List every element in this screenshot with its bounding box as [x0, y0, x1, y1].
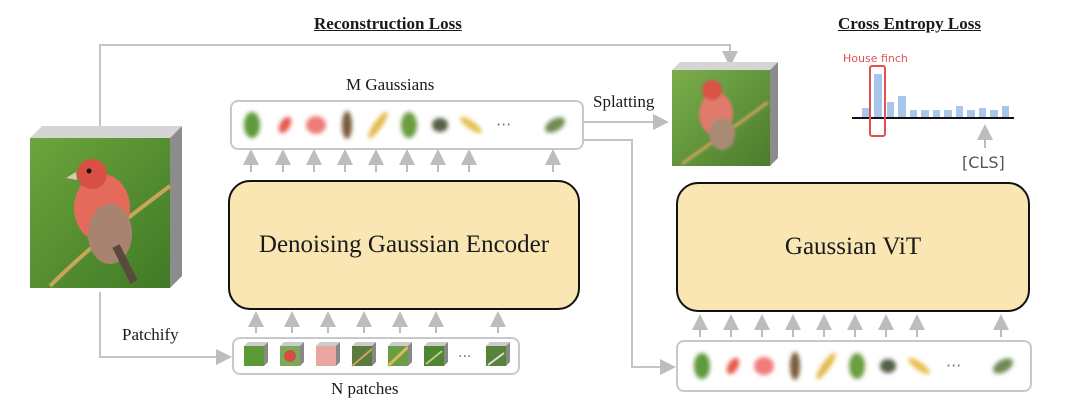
vit-gaussian-blobs-icon: ··· — [694, 352, 1013, 380]
cls-probability-bars — [852, 65, 1014, 137]
encoder-label: Denoising Gaussian Encoder — [258, 231, 550, 258]
n-patches-strip: ··· — [232, 337, 520, 375]
patchify-arrow — [99, 292, 232, 365]
patchify-label: Patchify — [122, 325, 179, 344]
denoising-gaussian-encoder-block: Denoising Gaussian Encoder — [228, 180, 580, 310]
encoder-input-arrows — [248, 311, 506, 333]
splatting-label: Splatting — [593, 92, 655, 111]
vit-input-gaussians-strip: ··· — [676, 340, 1032, 392]
gaussians-to-vit-arrow — [583, 139, 676, 375]
cross-entropy-loss-title: Cross Entropy Loss — [838, 14, 981, 33]
input-image-icon — [30, 126, 182, 288]
cls-label: [CLS] — [962, 153, 1005, 172]
patches-ellipsis: ··· — [458, 349, 471, 365]
encoder-output-arrows — [243, 149, 561, 172]
house-finch-label: House finch — [843, 52, 908, 65]
vit-label: Gaussian ViT — [784, 233, 922, 260]
image-patches-icon: ··· — [244, 342, 510, 368]
reconstruction-arrow — [99, 44, 738, 130]
gaussian-blobs-icon: ··· — [244, 111, 565, 139]
house-finch-highlight — [869, 65, 886, 137]
gaussians-ellipsis: ··· — [496, 115, 511, 134]
m-gaussians-label: M Gaussians — [346, 75, 435, 94]
probability-bars — [862, 74, 1009, 117]
m-gaussians-strip: ··· — [230, 100, 584, 150]
n-patches-label: N patches — [331, 379, 399, 398]
reconstruction-loss-title: Reconstruction Loss — [314, 14, 462, 33]
gaussian-vit-block: Gaussian ViT — [676, 182, 1030, 312]
vit-input-arrows — [692, 314, 1009, 337]
vit-gaussians-ellipsis: ··· — [946, 356, 961, 375]
splatted-image-icon — [672, 62, 778, 166]
